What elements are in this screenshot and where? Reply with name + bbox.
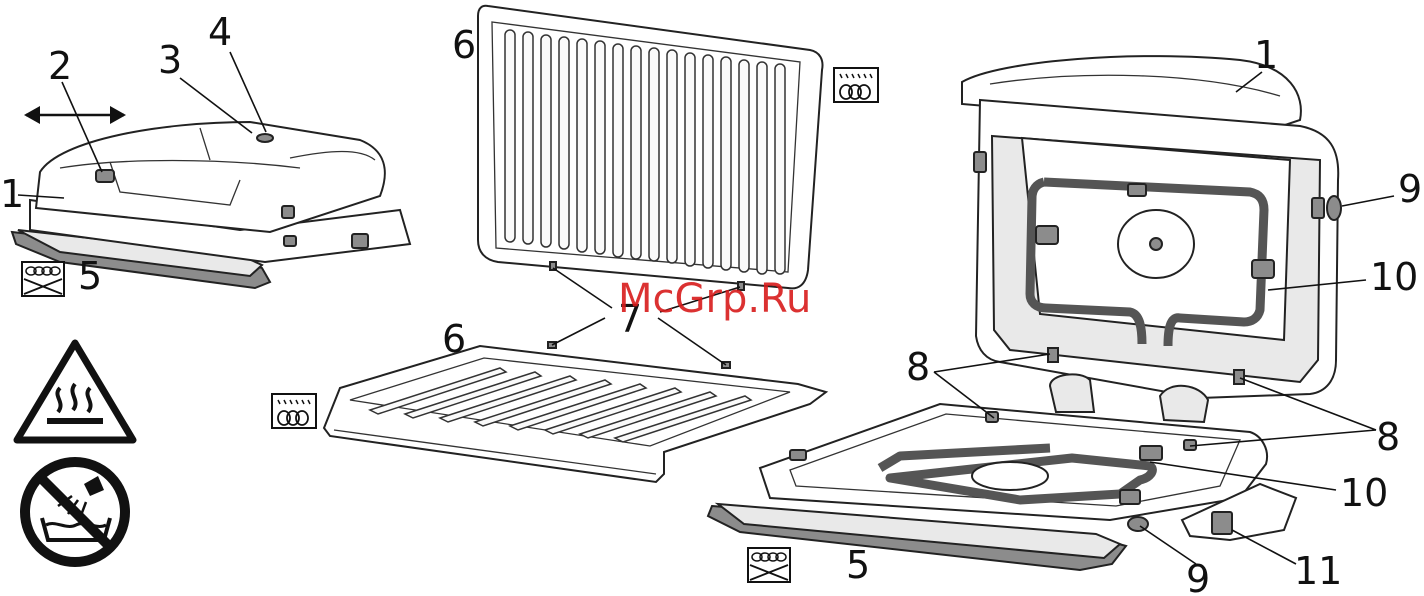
callout-6-bottom: 6 bbox=[442, 317, 466, 361]
watermark: McGrp.Ru bbox=[618, 276, 811, 322]
callout-1-right: 1 bbox=[1254, 33, 1278, 77]
callout-4: 4 bbox=[208, 10, 232, 54]
callout-2: 2 bbox=[48, 44, 72, 88]
not-dishwasher-safe-icon bbox=[22, 262, 64, 296]
callout-11: 11 bbox=[1294, 549, 1342, 593]
callout-6-top: 6 bbox=[452, 23, 476, 67]
dishwasher-safe-icon bbox=[272, 394, 316, 428]
callout-5-left: 5 bbox=[78, 254, 102, 298]
callout-8-left: 8 bbox=[906, 345, 930, 389]
callout-9-bottom: 9 bbox=[1186, 557, 1210, 596]
upper-grill-plate bbox=[478, 6, 823, 290]
double-arrow-icon bbox=[24, 106, 126, 124]
lower-grill-plate bbox=[324, 342, 826, 482]
hot-surface-warning-icon bbox=[17, 343, 133, 440]
callout-3: 3 bbox=[158, 38, 182, 82]
callout-1-left: 1 bbox=[0, 172, 24, 216]
callout-8-right: 8 bbox=[1376, 415, 1400, 459]
callout-10-top: 10 bbox=[1370, 255, 1418, 299]
callout-5-right: 5 bbox=[846, 543, 870, 587]
callout-9-top: 9 bbox=[1398, 167, 1422, 211]
dishwasher-safe-icon bbox=[834, 68, 878, 102]
callout-10-bottom: 10 bbox=[1340, 471, 1388, 515]
no-water-immersion-icon bbox=[25, 462, 125, 562]
not-dishwasher-safe-icon bbox=[748, 548, 790, 582]
